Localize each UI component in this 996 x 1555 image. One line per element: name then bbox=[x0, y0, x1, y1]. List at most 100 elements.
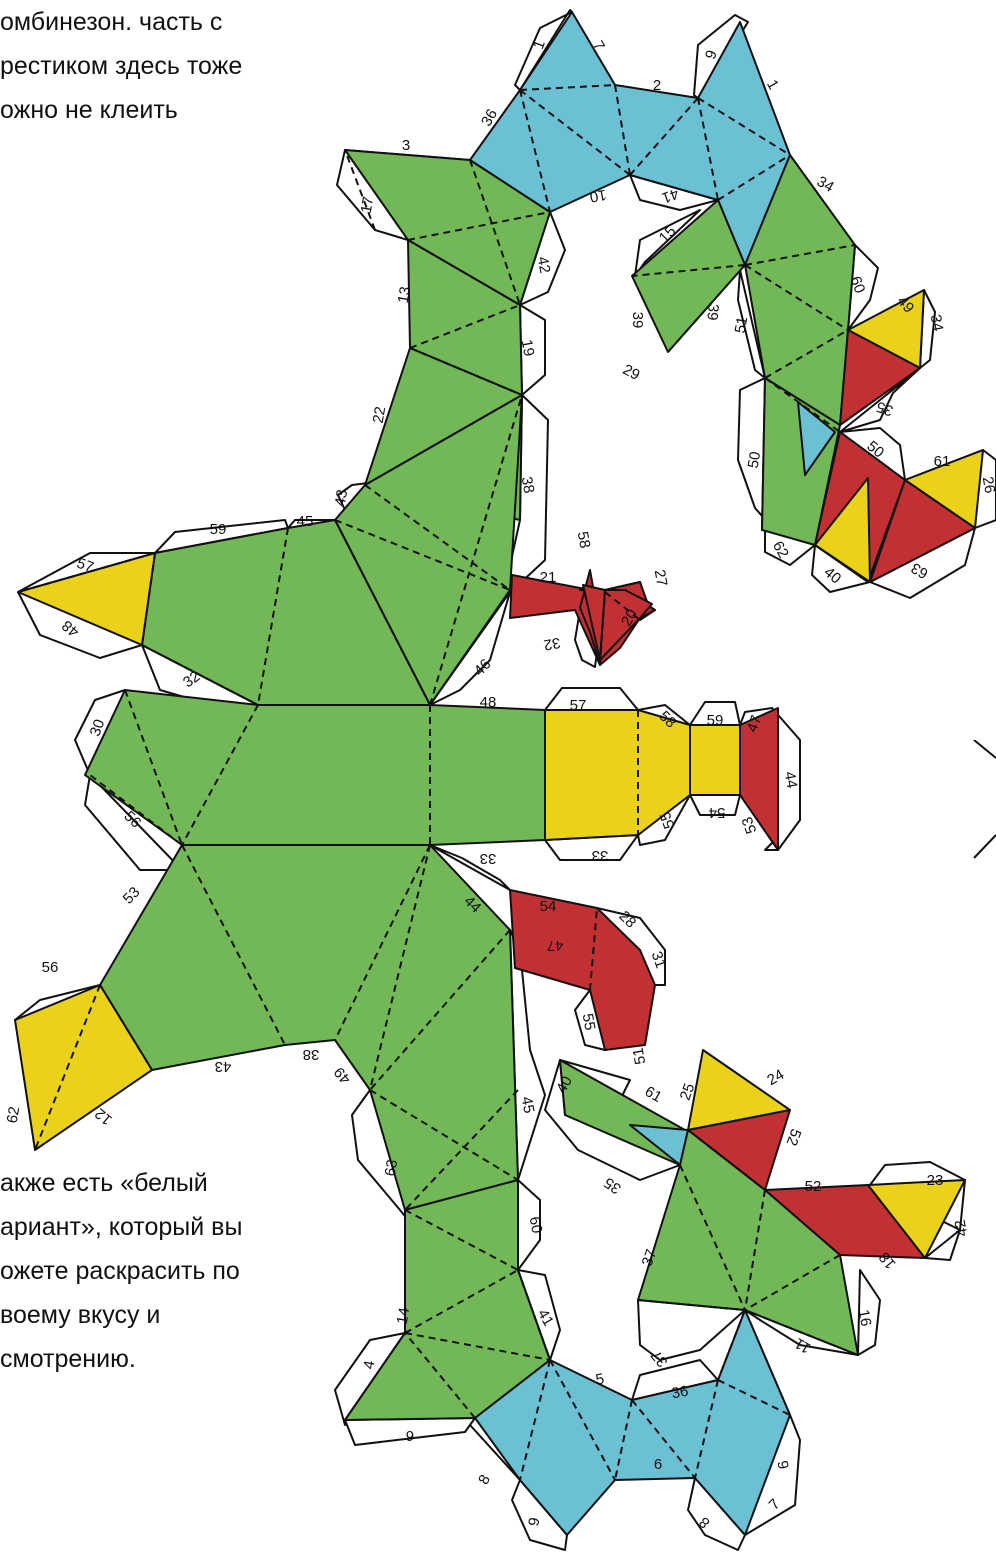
edge-number: 36 bbox=[670, 1383, 689, 1403]
red-face bbox=[839, 329, 921, 426]
fold-line bbox=[344, 149, 551, 306]
green-face bbox=[84, 689, 546, 846]
edge-number: 34 bbox=[927, 313, 947, 332]
glue-tab bbox=[514, 9, 573, 91]
glue-tab bbox=[924, 1229, 961, 1261]
edge-number: 51 bbox=[732, 315, 752, 334]
fold-line bbox=[404, 1209, 551, 1419]
red-face bbox=[739, 707, 779, 851]
edge-number: 60 bbox=[847, 274, 869, 295]
blue-face bbox=[474, 1309, 791, 1536]
edge-number: 40 bbox=[553, 1073, 576, 1096]
edge-number: 30 bbox=[87, 717, 109, 738]
edge-number: 55 bbox=[657, 809, 679, 830]
fold-line bbox=[631, 244, 856, 433]
edge-number: 4 bbox=[360, 1359, 378, 1370]
glue-tab bbox=[839, 367, 921, 433]
edge-number: 35 bbox=[874, 398, 895, 420]
edge-number: 42 bbox=[534, 255, 554, 274]
edge-number: 31 bbox=[648, 949, 670, 970]
edge-number: 52 bbox=[783, 1126, 805, 1147]
edge-number: 27 bbox=[651, 568, 671, 587]
instruction-note-bottom: акже есть «белый ариант», который вы оже… bbox=[0, 1161, 242, 1381]
edge-number: 41 bbox=[659, 185, 680, 207]
edge-number: 51 bbox=[630, 1046, 650, 1065]
edge-number: 36 bbox=[478, 106, 501, 129]
edge-number: 14 bbox=[394, 1306, 414, 1325]
edge-number: 32 bbox=[180, 668, 203, 691]
note-line: акже есть «белый bbox=[0, 1169, 208, 1197]
edge-number: 21 bbox=[540, 569, 557, 586]
glue-tab bbox=[84, 774, 183, 871]
edge-number: 44 bbox=[781, 770, 801, 789]
edge-number: 7 bbox=[589, 38, 608, 54]
green-face bbox=[344, 149, 551, 306]
edge-number: 32 bbox=[542, 634, 561, 654]
edge-number: 57 bbox=[74, 555, 95, 577]
edge-number: 13 bbox=[395, 285, 415, 304]
edge-number: 53 bbox=[739, 814, 761, 835]
blue-face bbox=[469, 11, 791, 266]
edge-number: 2 bbox=[653, 77, 661, 94]
edge-number: 6 bbox=[654, 1456, 662, 1473]
edge-number: 63 bbox=[382, 1158, 402, 1177]
edge-number: 43 bbox=[215, 1058, 232, 1075]
glue-tab bbox=[634, 209, 701, 277]
edge-number: 39 bbox=[629, 312, 646, 329]
edge-number: 33 bbox=[480, 850, 497, 867]
edge-number: 16 bbox=[855, 1308, 875, 1327]
edge-number: 62 bbox=[769, 538, 792, 561]
edge-number: 54 bbox=[709, 804, 726, 821]
edge-number: 22 bbox=[370, 405, 390, 424]
edge-number: 23 bbox=[927, 1172, 944, 1189]
edge-number: 34 bbox=[814, 173, 837, 196]
edge-number: 35 bbox=[601, 1174, 624, 1197]
edge-number: 47 bbox=[744, 713, 766, 734]
glue-tab bbox=[544, 687, 639, 711]
blue-face bbox=[797, 401, 836, 476]
edge-number: 60 bbox=[526, 1215, 546, 1234]
fold-line bbox=[637, 1129, 859, 1356]
note-line: ариант», который вы bbox=[0, 1213, 243, 1241]
fold-line bbox=[544, 710, 741, 840]
edge-number: 42 bbox=[952, 1218, 972, 1237]
note-line: ожно не клеить bbox=[0, 96, 178, 124]
edge-number: 59 bbox=[210, 521, 227, 538]
edge-number: 50 bbox=[745, 450, 765, 469]
edge-mark bbox=[973, 740, 996, 859]
edge-number: 54 bbox=[540, 898, 557, 915]
edge-number: 45 bbox=[518, 1095, 538, 1114]
yellow-face bbox=[689, 724, 741, 796]
glue-tab bbox=[737, 269, 766, 379]
fold-line bbox=[519, 1309, 791, 1481]
glue-tab bbox=[857, 1269, 881, 1356]
edge-number: 19 bbox=[518, 338, 538, 357]
fold-line bbox=[334, 304, 523, 706]
edge-number: 48 bbox=[480, 694, 497, 711]
edge-number: 38 bbox=[518, 475, 538, 494]
red-face bbox=[869, 479, 976, 583]
edge-number: 26 bbox=[979, 475, 996, 494]
edge-number: 38 bbox=[303, 1046, 320, 1063]
glue-tab bbox=[429, 844, 511, 891]
edge-number: 39 bbox=[703, 303, 721, 321]
fold-line bbox=[519, 84, 791, 213]
edge-number: 9 bbox=[525, 1516, 543, 1527]
edge-number: 5 bbox=[594, 1370, 605, 1388]
edge-number: 9 bbox=[773, 1459, 791, 1470]
edge-number: 25 bbox=[677, 1081, 699, 1102]
edge-number: 3 bbox=[402, 137, 410, 154]
edge-number: 53 bbox=[120, 884, 144, 908]
edge-number: 47 bbox=[547, 937, 564, 954]
edge-number: 10 bbox=[588, 186, 607, 206]
edge-number: 61 bbox=[642, 1083, 665, 1106]
fold-line bbox=[34, 984, 153, 1151]
edge-number: 29 bbox=[620, 361, 643, 384]
edge-number: 33 bbox=[592, 847, 609, 864]
faces bbox=[14, 11, 984, 1536]
note-line: омбинезон. часть с bbox=[0, 8, 223, 36]
edge-number: 62 bbox=[4, 1105, 24, 1124]
edge-number: 45 bbox=[297, 513, 314, 530]
note-line: рестиком здесь тоже bbox=[0, 52, 243, 80]
edge-number: 17 bbox=[358, 195, 378, 214]
